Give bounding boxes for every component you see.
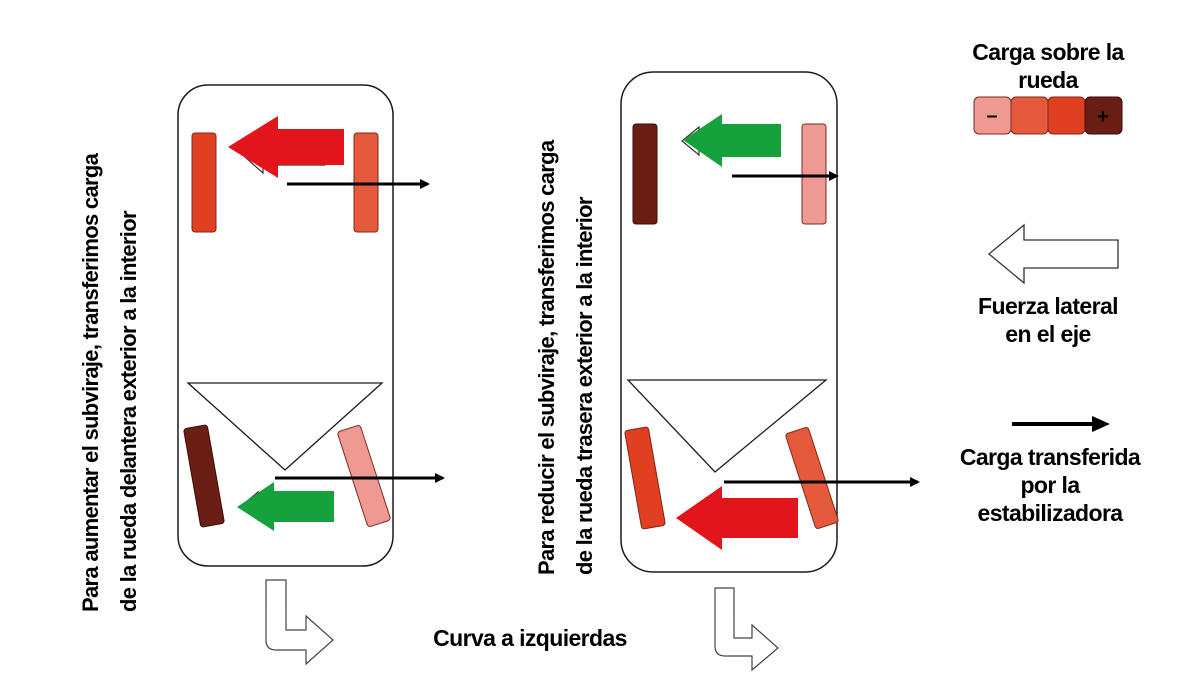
right-car bbox=[620, 71, 920, 573]
right-rear-triangle bbox=[626, 379, 828, 473]
lateral-force-line1: Fuerza lateral bbox=[978, 293, 1118, 319]
load-transfer-legend-label: Carga transferida por la estabilizadora bbox=[920, 443, 1180, 527]
right-turn-direction-icon bbox=[714, 587, 779, 672]
left-caption-line1: Para aumentar el subviraje, transferimos… bbox=[78, 153, 103, 612]
load-scale-legend: – + bbox=[973, 96, 1123, 135]
right-rear-left-wheel bbox=[624, 426, 666, 530]
right-front-right-wheel bbox=[801, 123, 827, 225]
left-rear-load-transfer-arrow-icon bbox=[237, 482, 334, 531]
left-caption-line2: de la rueda delantera exterior a la inte… bbox=[116, 211, 141, 612]
load-scale-swatch-low bbox=[1010, 96, 1049, 135]
right-rear-load-transfer-arrow-icon bbox=[676, 486, 798, 550]
lateral-force-legend-icon bbox=[987, 223, 1119, 285]
load-scale-swatch-high bbox=[1047, 96, 1086, 135]
right-panel-caption: Para reducir el subviraje, transferimos … bbox=[528, 15, 604, 575]
load-legend-title-line1: Carga sobre la bbox=[972, 39, 1124, 65]
load-transfer-line1: Carga transferida bbox=[959, 444, 1141, 470]
load-transfer-line2: por la bbox=[1020, 472, 1080, 498]
load-transfer-line3: estabilizadora bbox=[977, 500, 1124, 526]
load-scale-minus-label: – bbox=[986, 105, 997, 127]
load-legend-title-line2: rueda bbox=[1018, 67, 1078, 93]
load-scale-plus-label: + bbox=[1097, 106, 1109, 128]
left-car-body bbox=[177, 84, 394, 567]
right-front-load-transfer-arrow-icon bbox=[683, 114, 781, 167]
left-rear-triangle bbox=[186, 382, 384, 471]
left-rear-left-wheel bbox=[183, 424, 225, 528]
right-caption-line1: Para reducir el subviraje, transferimos … bbox=[534, 140, 559, 575]
load-transfer-legend-arrowhead bbox=[1092, 416, 1110, 432]
load-legend-title: Carga sobre la rueda bbox=[938, 38, 1158, 94]
lateral-force-legend-label: Fuerza lateral en el eje bbox=[938, 292, 1158, 348]
left-front-load-transfer-arrow-icon bbox=[228, 116, 344, 178]
left-car bbox=[177, 84, 445, 567]
load-scale-swatch-plus bbox=[1084, 96, 1123, 135]
right-front-left-wheel bbox=[632, 123, 658, 225]
left-panel-caption: Para aumentar el subviraje, transferimos… bbox=[72, 52, 148, 612]
lateral-force-line2: en el eje bbox=[1005, 321, 1091, 347]
left-front-left-wheel bbox=[191, 132, 217, 233]
left-rear-right-wheel bbox=[337, 425, 391, 527]
right-car-body bbox=[620, 71, 838, 573]
right-caption-line2: de la rueda trasera exterior a la interi… bbox=[572, 197, 597, 575]
turn-direction-caption: Curva a izquierdas bbox=[433, 625, 627, 651]
left-turn-direction-icon bbox=[265, 579, 334, 666]
